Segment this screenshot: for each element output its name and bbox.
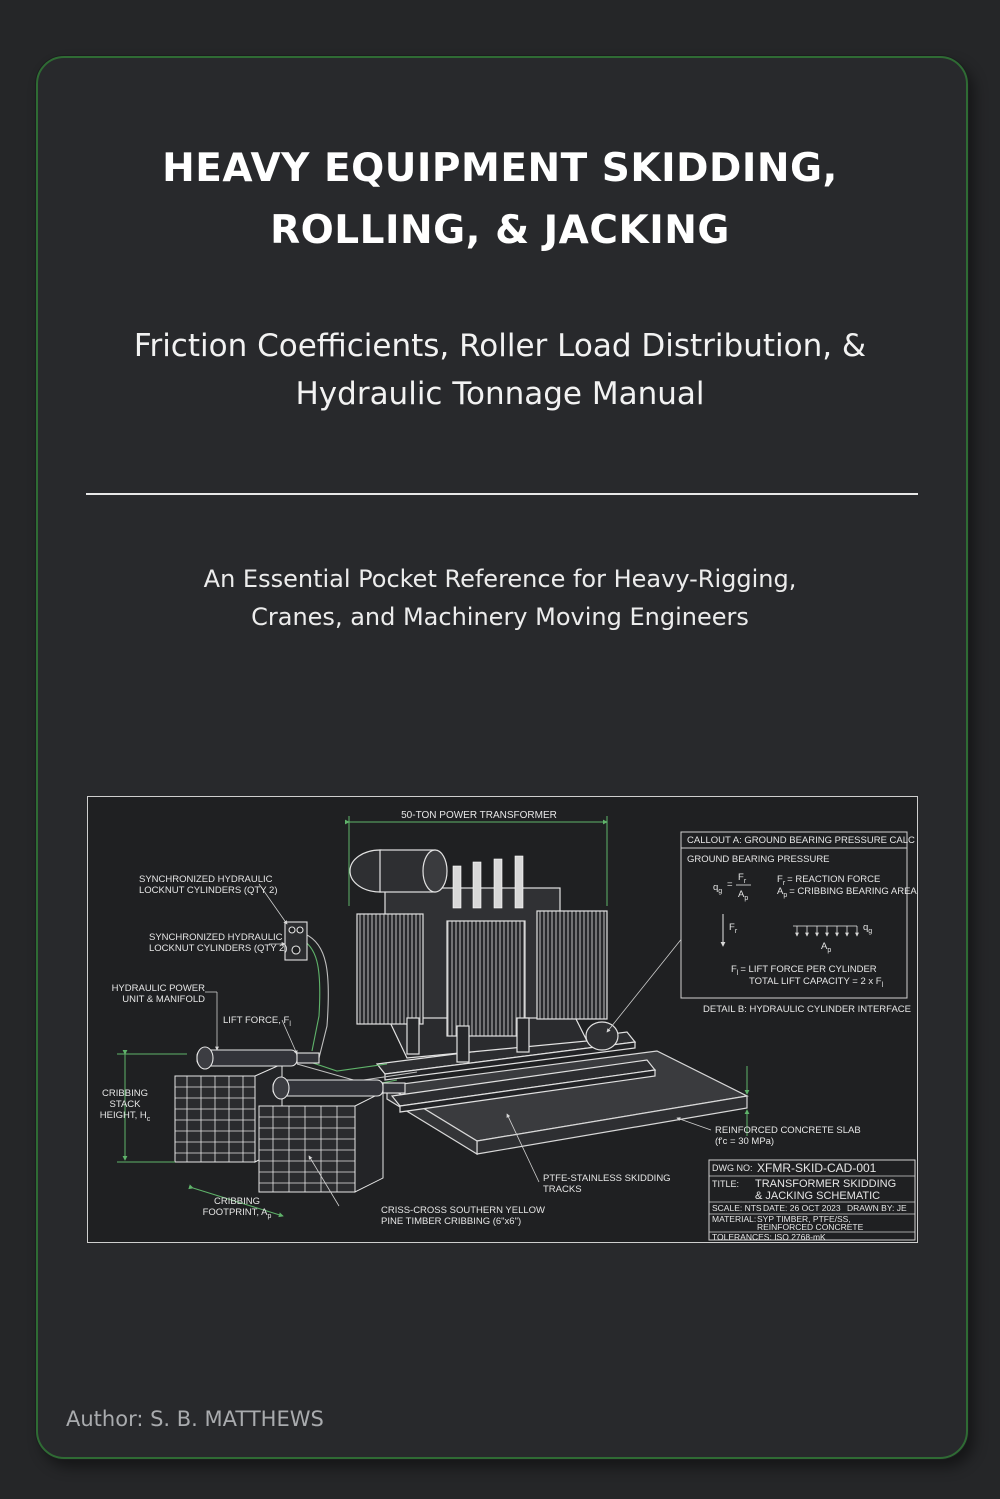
formula-ap: Ap <box>738 889 748 902</box>
callout-subheader: GROUND BEARING PRESSURE <box>687 854 830 865</box>
tb-title-value-1: TRANSFORMER SKIDDING <box>755 1178 896 1190</box>
tb-title-value-2: & JACKING SCHEMATIC <box>755 1190 880 1202</box>
formula-eq: = <box>727 879 733 890</box>
tb-tolerances: TOLERANCES: ISO 2768-mK <box>712 1232 826 1242</box>
label-cylinders-b-1: SYNCHRONIZED HYDRAULIC <box>149 932 283 943</box>
tb-material-1: SYP TIMBER, PTFE/SS, <box>757 1214 851 1224</box>
dimension-stack-height <box>117 1049 187 1163</box>
label-stack-1: CRIBBING <box>102 1088 148 1099</box>
callout-header: CALLOUT A: GROUND BEARING PRESSURE CALC <box>687 835 915 846</box>
label-stack-3: HEIGHT, Hc <box>100 1110 151 1123</box>
title-line-1: HEAVY EQUIPMENT SKIDDING, <box>162 146 838 191</box>
left-labels: SYNCHRONIZED HYDRAULIC LOCKNUT CYLINDERS… <box>100 874 861 1227</box>
callout-total: TOTAL LIFT CAPACITY = 2 x Fl <box>749 976 884 989</box>
tb-dwg-label: DWG NO: <box>712 1163 753 1173</box>
tb-title-label: TITLE: <box>712 1179 739 1189</box>
transformer <box>349 849 619 1063</box>
label-cylinders-a-1: SYNCHRONIZED HYDRAULIC <box>139 874 273 885</box>
dimension-footprint <box>188 1184 284 1218</box>
tagline-line-1: An Essential Pocket Reference for Heavy-… <box>203 565 797 593</box>
hydraulic-cylinders <box>196 1046 406 1100</box>
cover-frame <box>36 56 968 1459</box>
book-title: HEAVY EQUIPMENT SKIDDING, ROLLING, & JAC… <box>0 138 1000 262</box>
formula-qg: qg <box>713 882 722 895</box>
hydraulic-power-unit <box>284 921 308 961</box>
book-subtitle: Friction Coefficients, Roller Load Distr… <box>0 322 1000 418</box>
cribbing-stack-2 <box>258 1091 384 1193</box>
formula-fr: Fr <box>738 872 747 885</box>
tb-material-2: REINFORCED CONCRETE <box>757 1222 864 1232</box>
label-transformer: 50-TON POWER TRANSFORMER <box>401 810 557 821</box>
formula-def-ap: Ap= CRIBBING BEARING AREA <box>777 886 917 899</box>
subtitle-line-2: Hydraulic Tonnage Manual <box>295 376 705 412</box>
label-cylinders-b-2: LOCKNUT CYLINDERS (QTY 2) <box>149 943 287 954</box>
tb-material-label: MATERIAL: <box>712 1214 756 1224</box>
label-cylinders-a-2: LOCKNUT CYLINDERS (QTY 2) <box>139 885 277 896</box>
title-block: DWG NO: XFMR-SKID-CAD-001 TITLE: TRANSFO… <box>708 1159 916 1242</box>
callout-a: CALLOUT A: GROUND BEARING PRESSURE CALC … <box>680 831 917 999</box>
divider-rule <box>86 493 918 495</box>
tagline-line-2: Cranes, and Machinery Moving Engineers <box>251 603 749 631</box>
label-footprint-2: FOOTPRINT, Ap <box>203 1207 272 1220</box>
label-footprint-1: CRIBBING <box>214 1196 260 1207</box>
author-line: Author: S. B. MATTHEWS <box>66 1407 324 1431</box>
label-cribbing-2: PINE TIMBER CRIBBING (6"x6") <box>381 1216 521 1227</box>
technical-drawing: 50-TON POWER TRANSFORMER SYNCHRONIZED HY… <box>87 796 918 1243</box>
book-tagline: An Essential Pocket Reference for Heavy-… <box>0 560 1000 636</box>
skidding-tracks <box>375 1031 657 1113</box>
detail-b: DETAIL B: HYDRAULIC CYLINDER INTERFACE <box>703 1004 911 1015</box>
label-cribbing-1: CRISS-CROSS SOUTHERN YELLOW <box>381 1205 545 1216</box>
tb-dwg-value: XFMR-SKID-CAD-001 <box>757 1161 877 1175</box>
label-slab-2: (f'c = 30 MPa) <box>715 1136 774 1147</box>
tb-scale: SCALE: NTS <box>712 1203 762 1213</box>
label-slab-1: REINFORCED CONCRETE SLAB <box>715 1125 861 1136</box>
tb-drawn: DRAWN BY: JE <box>847 1203 907 1213</box>
arrow-label-f: Fr <box>729 922 738 935</box>
callout-lift-force: Fl= LIFT FORCE PER CYLINDER <box>731 964 877 977</box>
formula-def-fr: Fr= REACTION FORCE <box>777 874 880 887</box>
title-line-2: ROLLING, & JACKING <box>270 208 730 253</box>
label-hpu-1: HYDRAULIC POWER <box>112 983 206 994</box>
arrow-label-q: qg <box>863 922 872 935</box>
subtitle-line-1: Friction Coefficients, Roller Load Distr… <box>133 328 867 364</box>
label-ptfe-2: TRACKS <box>543 1184 582 1195</box>
label-stack-2: STACK <box>110 1099 142 1110</box>
label-ptfe-1: PTFE-STAINLESS SKIDDING <box>543 1173 671 1184</box>
tb-date: DATE: 26 OCT 2023 <box>763 1203 841 1213</box>
arrow-label-a: Ap <box>821 941 831 954</box>
leader-lines <box>205 883 712 1207</box>
dimension-transformer <box>344 816 608 906</box>
label-lift-force: LIFT FORCE, Fl <box>223 1015 291 1028</box>
label-hpu-2: UNIT & MANIFOLD <box>122 994 205 1005</box>
